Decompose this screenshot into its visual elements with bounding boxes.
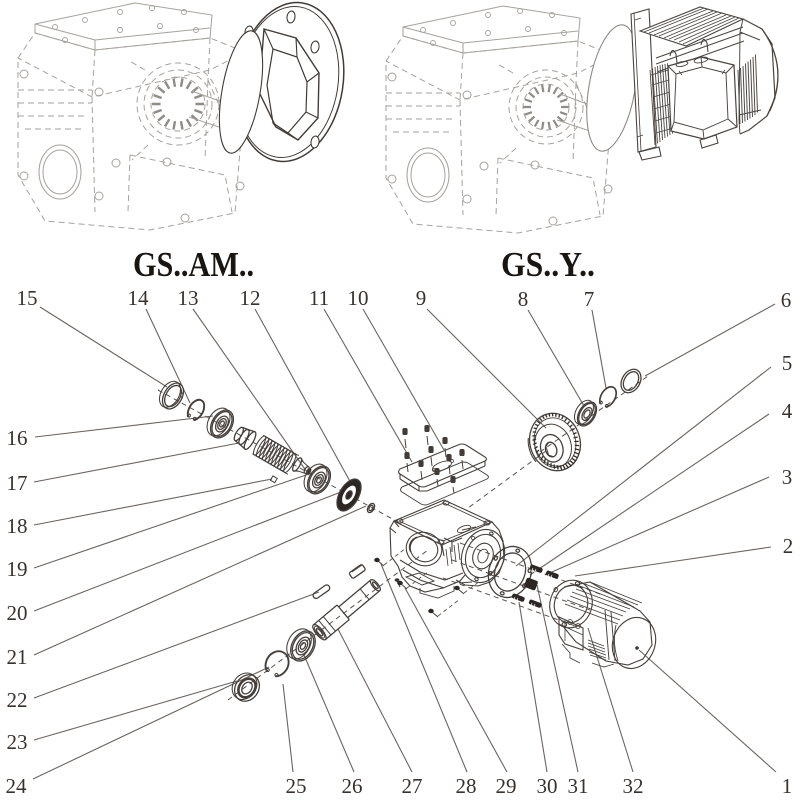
svg-text:29: 29 [496,774,517,798]
svg-text:14: 14 [128,286,150,310]
svg-text:15: 15 [17,286,38,310]
svg-text:8: 8 [518,287,529,311]
svg-text:27: 27 [402,774,423,798]
svg-text:20: 20 [7,601,28,625]
svg-text:24: 24 [6,774,28,798]
svg-text:32: 32 [623,774,644,798]
svg-text:2: 2 [783,534,794,558]
svg-text:5: 5 [782,351,793,375]
svg-text:22: 22 [7,688,28,712]
svg-text:23: 23 [7,730,28,754]
svg-text:13: 13 [178,286,199,310]
svg-text:25: 25 [286,774,307,798]
svg-text:31: 31 [568,774,589,798]
svg-text:6: 6 [781,288,792,312]
svg-text:26: 26 [342,774,363,798]
svg-text:3: 3 [782,465,793,489]
svg-text:11: 11 [309,286,329,310]
svg-text:17: 17 [7,471,28,495]
svg-text:GS..AM..: GS..AM.. [133,245,254,284]
svg-text:21: 21 [7,645,28,669]
svg-text:30: 30 [537,774,558,798]
svg-text:9: 9 [416,286,427,310]
svg-text:4: 4 [782,399,793,423]
svg-text:18: 18 [7,514,28,538]
svg-text:7: 7 [584,287,595,311]
svg-text:GS..Y..: GS..Y.. [501,245,595,284]
svg-text:1: 1 [782,774,793,798]
svg-text:12: 12 [240,286,261,310]
svg-text:16: 16 [7,426,28,450]
svg-text:19: 19 [7,557,28,581]
svg-text:28: 28 [456,774,477,798]
svg-text:10: 10 [348,286,369,310]
